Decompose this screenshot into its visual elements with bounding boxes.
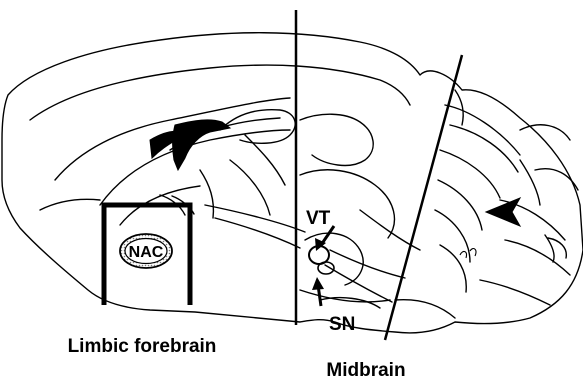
lateral-ventricle-shape [173, 120, 230, 170]
midbrain-caption: Midbrain [326, 360, 405, 381]
limbic-forebrain-caption: Limbic forebrain [68, 336, 217, 357]
brain-outline [2, 33, 583, 333]
arrow-icon [312, 277, 324, 306]
fourth-ventricle-shape [486, 198, 520, 226]
vt-label: VT [306, 208, 331, 229]
midbrain-oval-lower [318, 262, 334, 274]
nac-label: NAC [129, 244, 164, 261]
sn-label: SN [329, 314, 355, 335]
section-line-diagonal [385, 55, 462, 340]
